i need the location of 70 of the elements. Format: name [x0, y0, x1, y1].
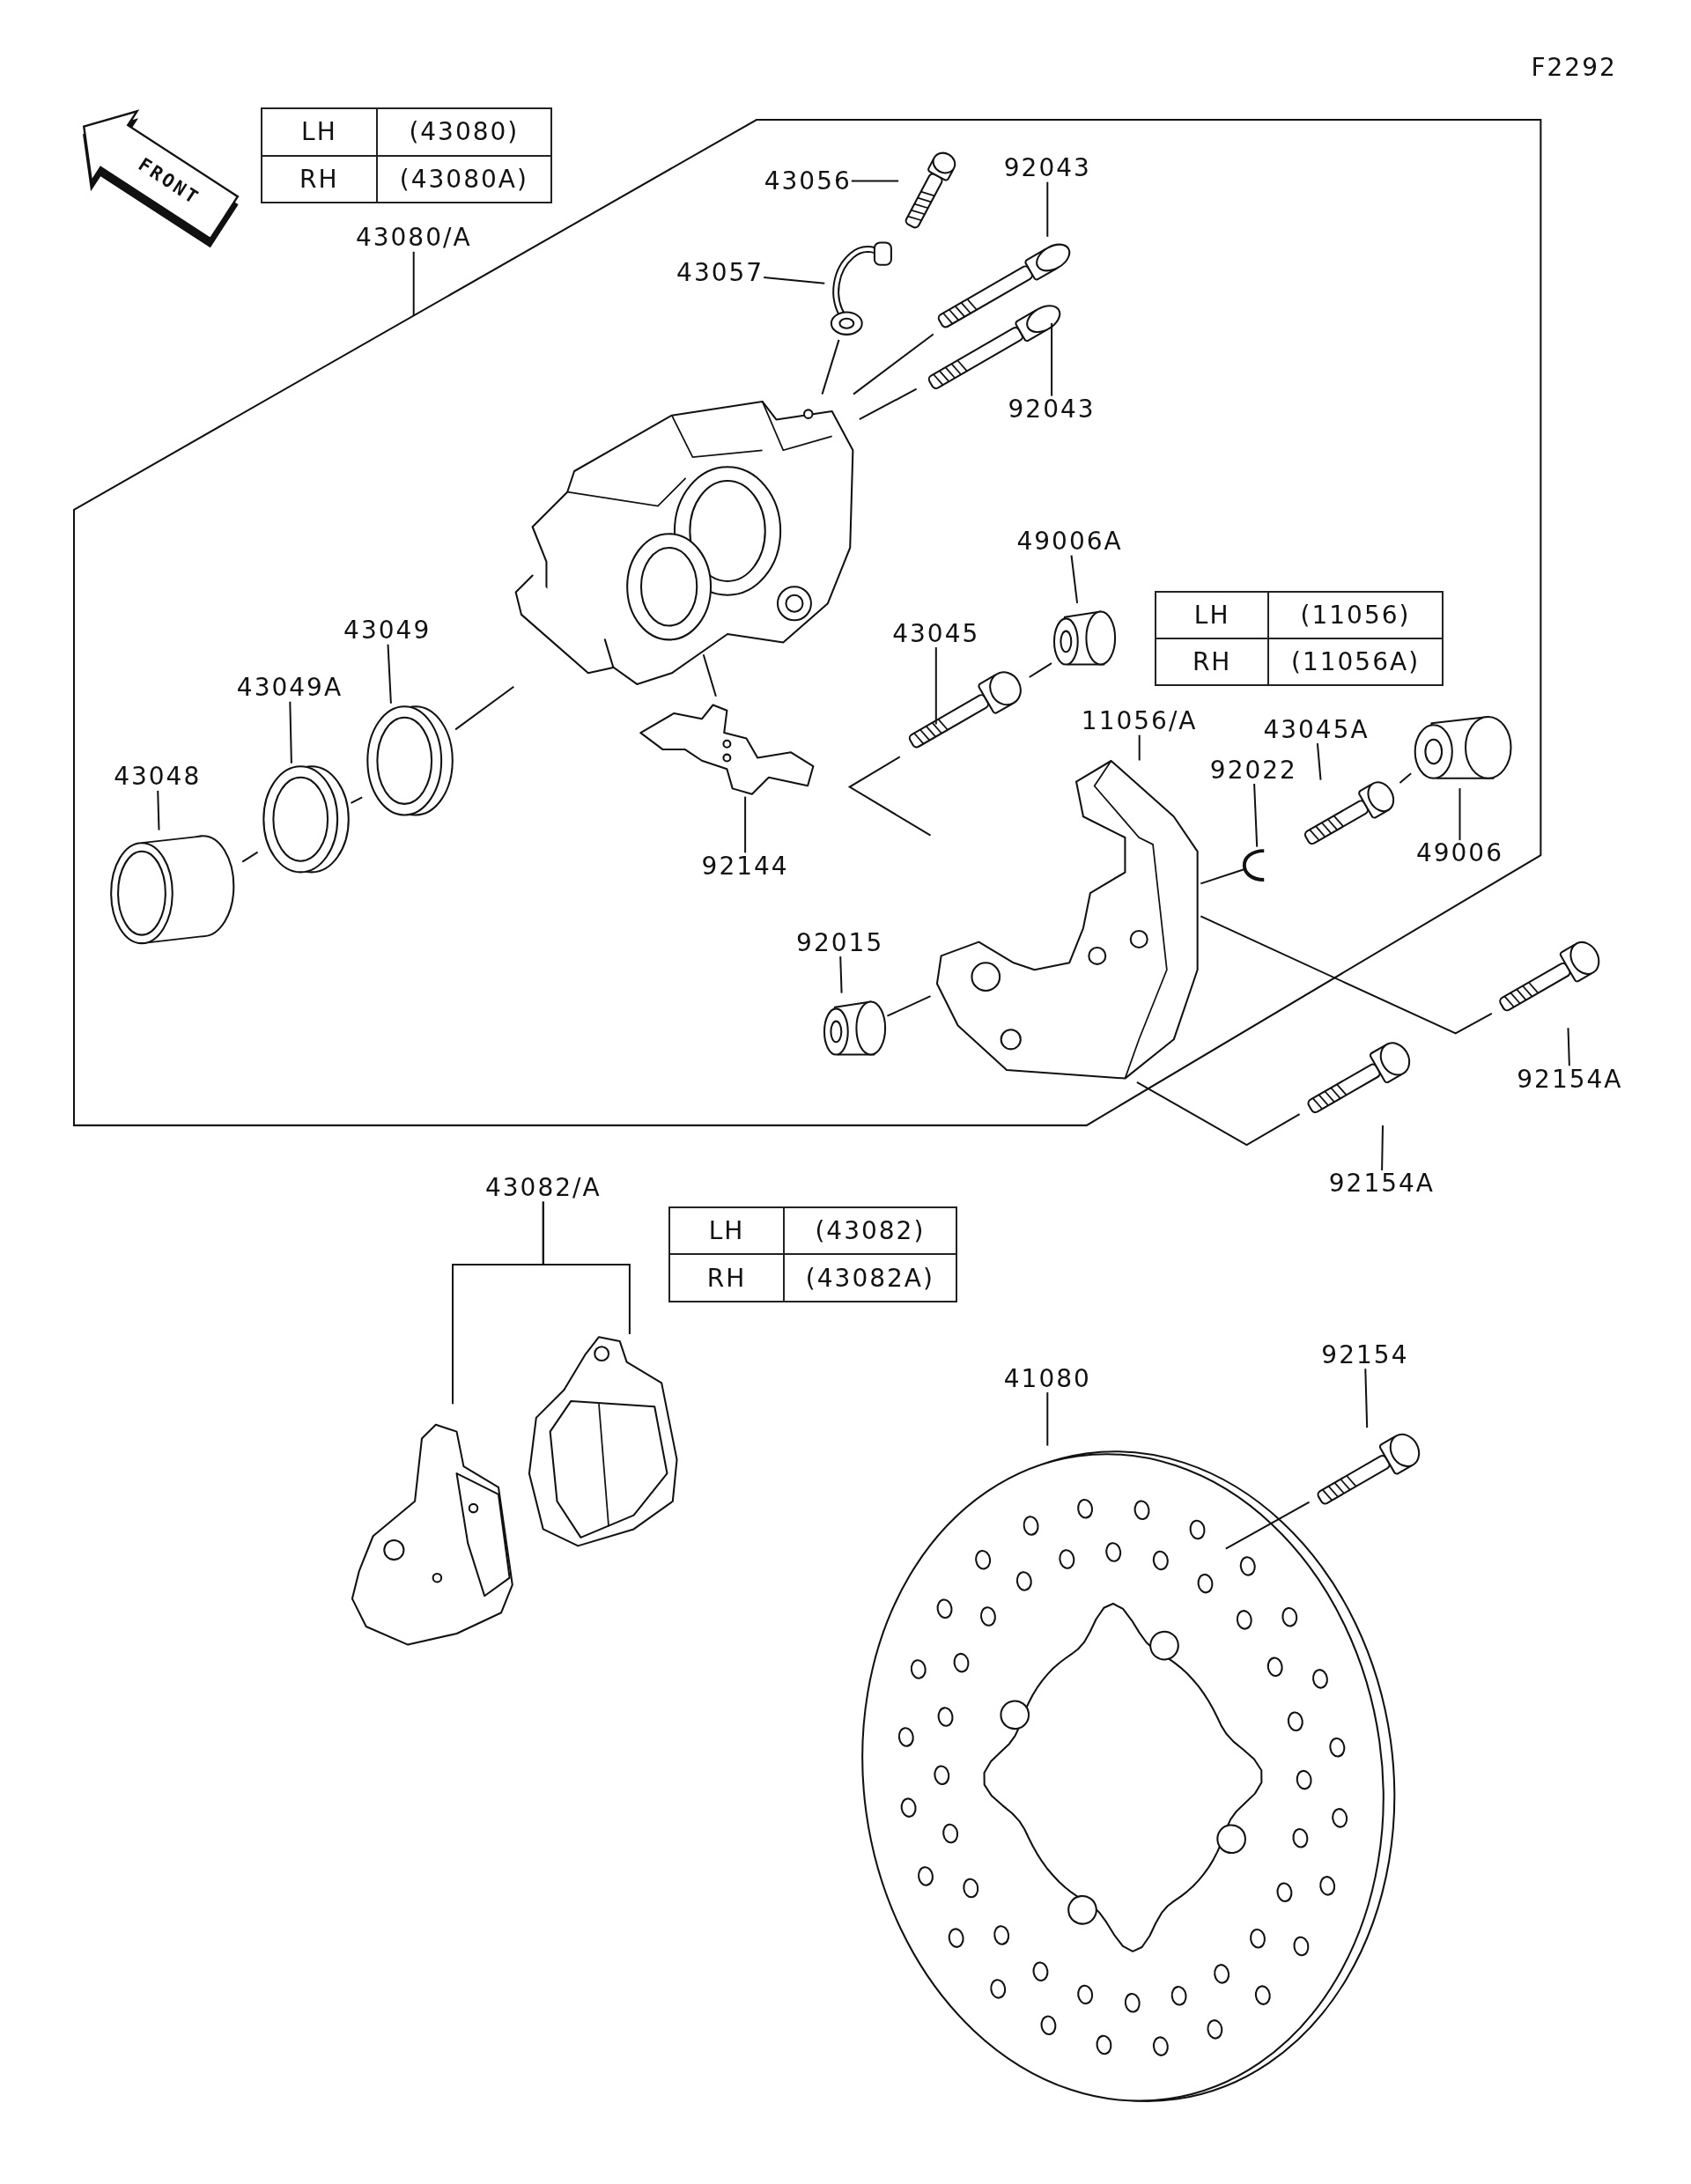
leader-line [1070, 554, 1079, 604]
side-code: LH [261, 107, 377, 156]
assembly-line [1200, 868, 1245, 885]
part-number: 43056 [764, 167, 852, 195]
part-number: 43045 [892, 620, 980, 647]
leader-line [850, 180, 900, 182]
part-number: 49006 [1415, 840, 1503, 867]
side-code: LH [1156, 591, 1269, 638]
side-code: RH [1156, 638, 1269, 685]
leader-line [1458, 787, 1461, 842]
part-number: 43049A [236, 674, 343, 702]
part-number: 43082/A [484, 1174, 602, 1202]
leader-line [1046, 181, 1049, 238]
leader-line [1051, 321, 1053, 397]
assembly-line [1135, 1081, 1301, 1147]
leader-line [1253, 783, 1259, 848]
leader-line [1364, 1368, 1369, 1429]
part-number: 43048 [114, 764, 202, 791]
assembly-line [821, 338, 840, 395]
leader-line [412, 250, 415, 317]
side-code: RH [261, 155, 377, 203]
assembly-line [847, 756, 932, 837]
part-number: 92154 [1321, 1341, 1409, 1369]
part-number: (43082) [783, 1206, 956, 1255]
assembly-line [1399, 772, 1413, 785]
assembly-line [1200, 915, 1493, 1035]
assembly-line [350, 796, 364, 804]
leader-line [289, 700, 292, 764]
part-number: 92144 [701, 852, 789, 881]
leader-line [1138, 734, 1141, 762]
leader-line [387, 643, 392, 705]
leader-line [839, 956, 843, 994]
part-number: 92015 [796, 929, 884, 957]
part-number: 43080/A [355, 225, 472, 252]
leader-line [1567, 1027, 1570, 1067]
assembly-line [702, 653, 717, 697]
part-number: 92043 [1003, 154, 1091, 182]
leader-line [1316, 742, 1322, 781]
assembly-line [858, 387, 918, 421]
part-number: (43080A) [377, 155, 551, 203]
part-number: 49006A [1016, 528, 1123, 556]
side-code: RH [669, 1254, 784, 1302]
assembly-line [853, 333, 934, 395]
part-number: 92154A [1517, 1066, 1623, 1094]
part-number: (43082A) [783, 1254, 956, 1302]
leader-line [934, 646, 937, 726]
part-number: (43080) [377, 107, 551, 156]
leader-line [1046, 1391, 1049, 1447]
part-number: 92022 [1209, 756, 1297, 784]
assembly-line [241, 851, 259, 863]
leader-line [157, 789, 160, 831]
part-number: 43049 [343, 617, 432, 645]
part-number: 92043 [1008, 395, 1096, 424]
leader-line [763, 276, 826, 284]
assembly-line [1028, 662, 1052, 678]
assembly-line [454, 685, 515, 731]
side-code: LH [669, 1206, 784, 1255]
part-number: 43057 [676, 259, 764, 287]
part-number: (11056) [1268, 591, 1443, 638]
figure-code: F2292 [1531, 52, 1617, 82]
part-number: 11056/A [1081, 707, 1198, 735]
assembly-line [886, 995, 932, 1017]
leader-line [542, 1200, 631, 1336]
assembly-line [1224, 1501, 1311, 1550]
part-number: 92154A [1328, 1169, 1435, 1198]
leader-line [744, 795, 747, 854]
leader-line [1381, 1124, 1384, 1171]
part-number: 43045A [1263, 716, 1370, 744]
part-number: (11056A) [1268, 638, 1443, 685]
part-number: 41080 [1003, 1365, 1091, 1393]
